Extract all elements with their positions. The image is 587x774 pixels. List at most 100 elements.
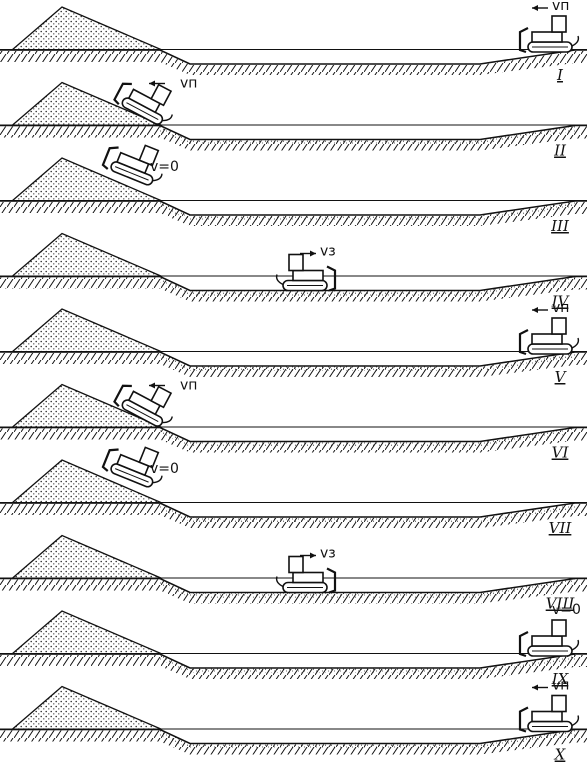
bulldozer-body [531, 31, 563, 43]
bulldozer-ripper [152, 173, 163, 182]
bulldozer-cab [288, 253, 304, 272]
bulldozer-blade [326, 567, 337, 594]
speed-label: v=0 [552, 602, 581, 618]
bulldozer-cab [551, 694, 567, 713]
speed-arrowhead [310, 552, 316, 559]
ground-hatching [0, 428, 587, 453]
bulldozer-cab [551, 15, 567, 33]
soil-pile [10, 6, 163, 51]
soil-pile [10, 610, 163, 655]
bulldozer-track-line [114, 468, 149, 483]
speed-arrowhead [532, 307, 538, 313]
stage-10: vпX [0, 678, 587, 764]
ground-hatching [0, 126, 587, 151]
ground-hatching [0, 277, 587, 302]
bulldozer-body [292, 571, 324, 584]
stage-numeral: II [553, 142, 567, 160]
bulldozer-ripper [275, 576, 284, 588]
bulldozer-blade [326, 265, 337, 292]
ground-hatching [0, 202, 587, 226]
soil-pile [10, 685, 163, 731]
bulldozer-body [127, 88, 162, 114]
bulldozer-blade [113, 82, 132, 105]
speed-label: vп [552, 300, 569, 316]
bulldozer-icon [101, 144, 163, 186]
stage-9: v=0IX [0, 602, 587, 688]
bulldozer-body [292, 269, 324, 282]
ground-hatching [0, 579, 587, 604]
soil-pile [10, 534, 163, 580]
ground-hatching [0, 504, 587, 528]
bulldozer-body [116, 151, 150, 175]
stage-numeral: IV [551, 293, 571, 311]
speed-label: vп [180, 378, 197, 394]
bulldozer-icon [275, 253, 337, 292]
bulldozer-blade [101, 146, 119, 170]
stage-numeral: V [555, 368, 568, 386]
bulldozer-body [116, 453, 150, 477]
speed-arrowhead [532, 5, 538, 11]
speed-label: vп [180, 76, 197, 92]
ground-hatching [0, 655, 587, 679]
ground-hatching [0, 730, 587, 755]
bulldozer-blade [518, 329, 529, 356]
bulldozer-icon [518, 317, 580, 356]
stage-numeral: I [556, 66, 564, 84]
bulldozer-ripper [571, 35, 580, 47]
speed-label: vз [320, 244, 336, 260]
bulldozer-blade [518, 27, 529, 54]
bulldozer-body [531, 710, 563, 723]
bulldozer-ripper [571, 337, 580, 349]
bulldozer-ripper [275, 274, 284, 286]
bulldozer-ripper [162, 114, 173, 122]
stage-5: vпV [0, 300, 587, 386]
bulldozer-icon [113, 82, 173, 125]
bulldozer-body [531, 635, 563, 647]
bulldozer-blade [518, 631, 529, 658]
speed-label: vп [552, 0, 569, 14]
bulldozer-body [531, 333, 563, 345]
bulldozer-cab [551, 619, 567, 637]
bulldozer-cab [150, 83, 173, 107]
bulldozer-track-line [126, 102, 159, 120]
bulldozer-track-line [114, 166, 149, 181]
bulldozer-blade [101, 448, 119, 472]
stage-1: vпI [0, 0, 587, 84]
speed-label: v=0 [150, 159, 179, 175]
bulldozer-blade [518, 706, 529, 733]
speed-arrowhead [149, 382, 155, 389]
speed-label: vп [552, 678, 569, 694]
bulldozer-cab [150, 385, 173, 409]
bulldozer-blade [113, 384, 132, 407]
stage-numeral: VII [549, 519, 573, 537]
ground-hatching [0, 353, 587, 377]
stage-numeral: IX [551, 670, 570, 688]
bulldozer-icon [101, 446, 163, 488]
bulldozer-icon [518, 694, 580, 733]
bulldozer-cab [138, 446, 160, 469]
bulldozer-cab [551, 317, 567, 335]
stage-numeral: III [550, 217, 570, 235]
bulldozer-icon [518, 619, 580, 658]
bulldozer-icon [113, 384, 173, 427]
bulldozer-ripper [571, 639, 580, 651]
stage-numeral: VI [552, 444, 570, 462]
speed-arrowhead [532, 684, 538, 691]
bulldozer-ripper [162, 416, 173, 424]
bulldozer-ripper [152, 475, 163, 484]
speed-label: vз [320, 546, 336, 562]
bulldozer-icon [518, 15, 580, 54]
speed-label: v=0 [150, 461, 179, 477]
bulldozer-cab [138, 144, 160, 167]
ground-hatching [0, 51, 587, 75]
bulldozer-body [127, 390, 162, 416]
speed-arrowhead [310, 250, 316, 257]
stage-numeral: X [554, 746, 567, 764]
soil-pile [10, 308, 163, 353]
bulldozer-track-line [126, 404, 159, 422]
